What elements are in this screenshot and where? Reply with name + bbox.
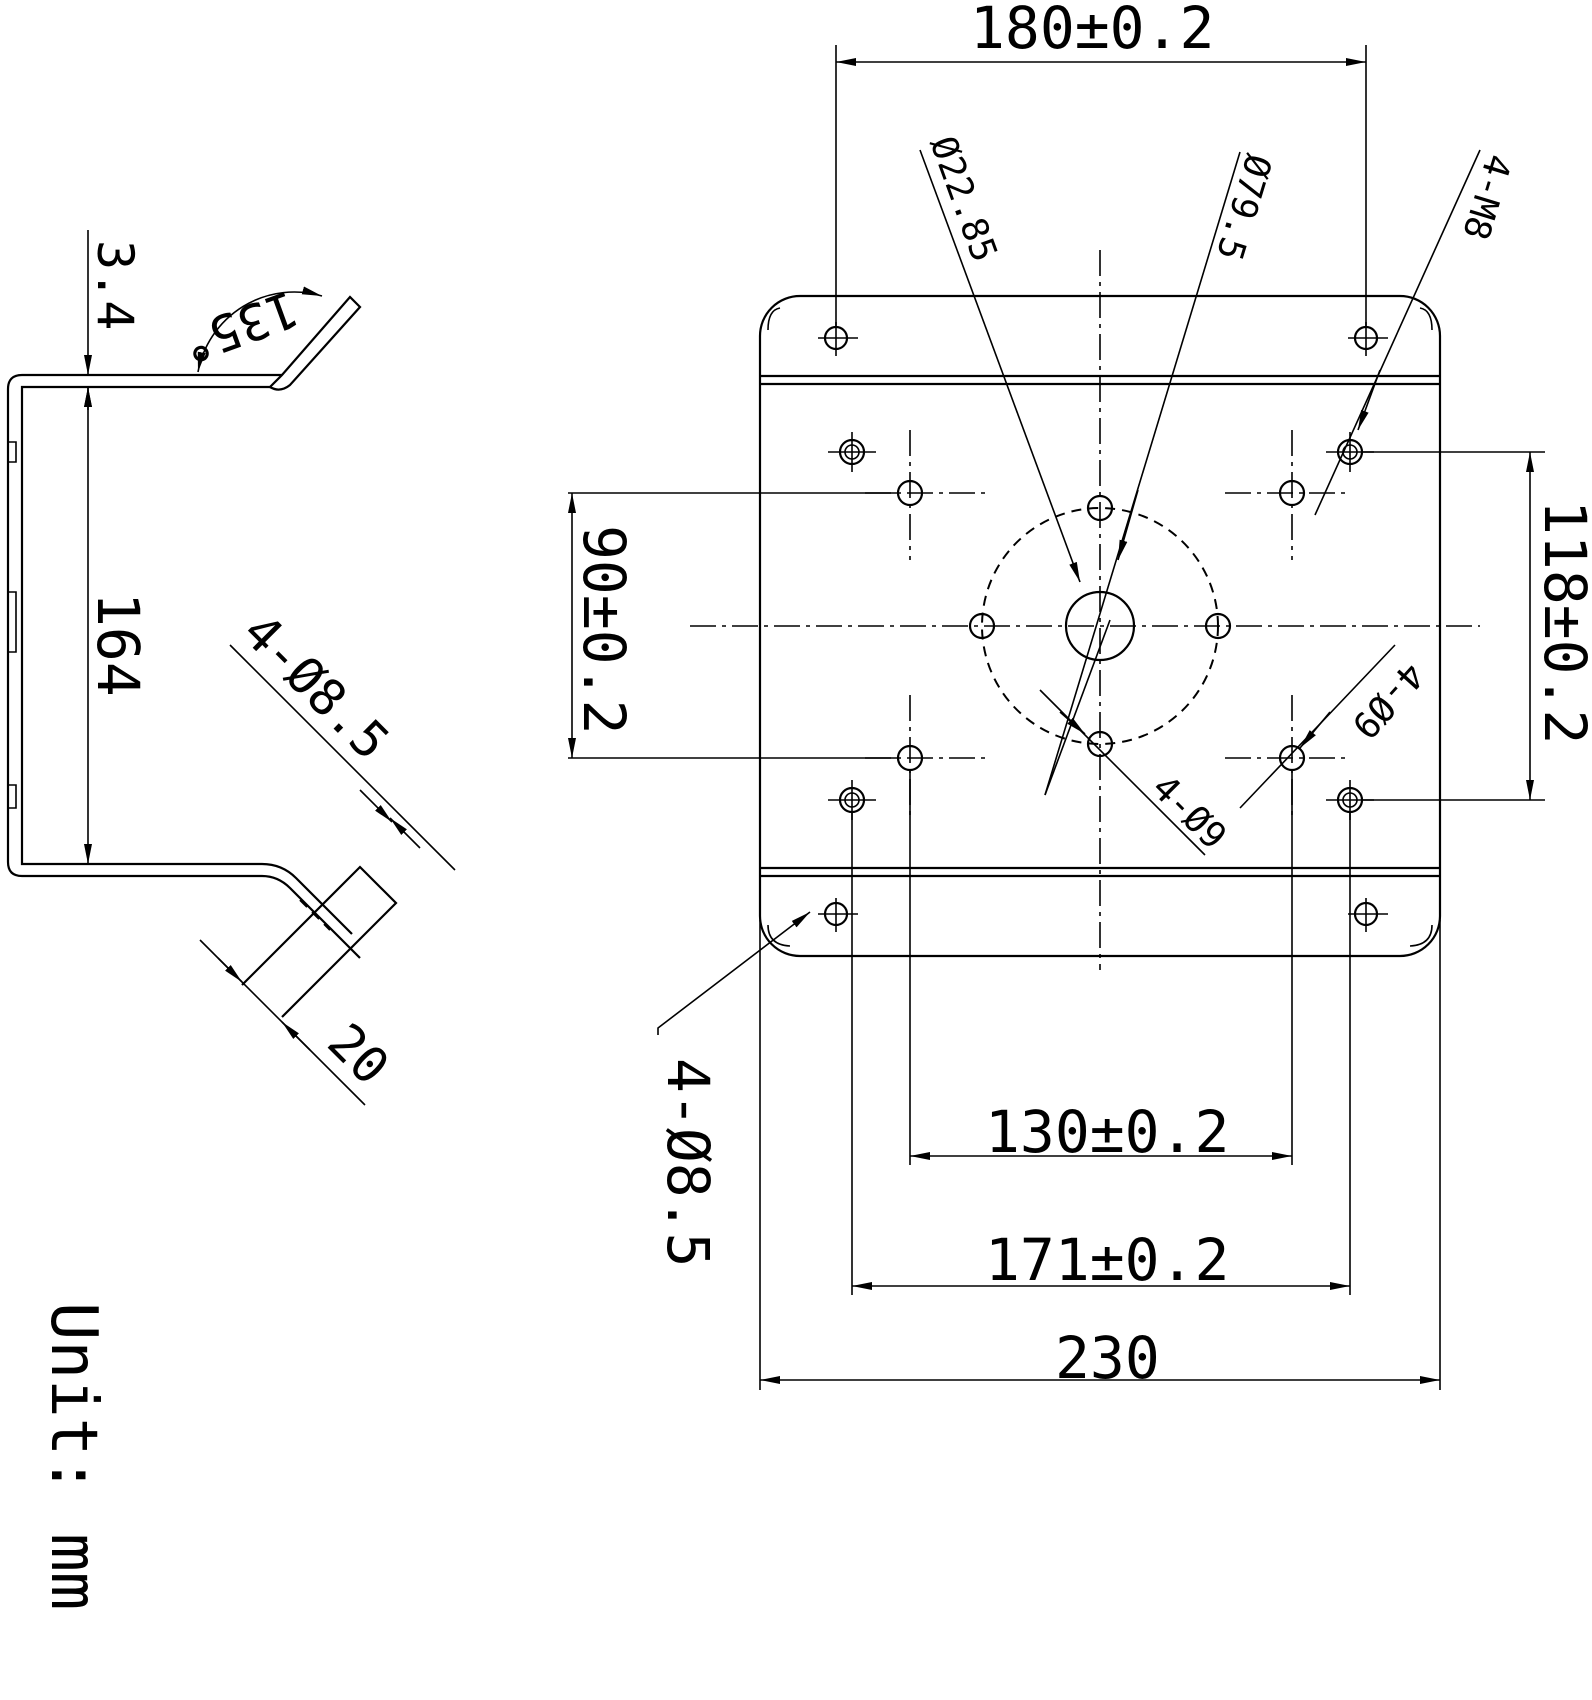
overall-width-dim: 230	[1055, 1324, 1160, 1392]
side-upper-tab	[268, 295, 362, 391]
flange-width-dim: 20	[317, 1012, 401, 1096]
center-hole-dim: Ø22.85	[922, 131, 1005, 267]
side-hole-spec: 4-Ø8.5	[232, 602, 401, 771]
mid-span-dim: 171±0.2	[985, 1226, 1229, 1294]
top-span-dim: 180±0.2	[970, 0, 1214, 62]
pcd-hole-top	[1086, 494, 1114, 522]
side-profile-inner	[20, 385, 353, 935]
pcd-dim: Ø79.5	[1208, 149, 1279, 265]
corner-holes-dim: 4-Ø8.5	[654, 1058, 722, 1268]
left-span-dim: 90±0.2	[570, 525, 638, 735]
corner-hole-br	[1348, 898, 1388, 932]
thickness-dim: 3.4	[86, 240, 144, 330]
pcd-hole-bottom	[1086, 730, 1114, 758]
pcd-holes-right-dim: 4-Ø9	[1343, 654, 1431, 746]
side-lower-flange-hole	[299, 899, 331, 931]
pcd-circle	[981, 507, 1219, 745]
unit-label: Unit: mm	[36, 1302, 110, 1610]
corner-hole-tl	[818, 322, 858, 356]
side-view: 3.4 164 135° 4-Ø8.5 20	[6, 230, 456, 1106]
side-lower-flange	[241, 865, 398, 1018]
pcd-hole-right	[1204, 612, 1232, 640]
m8-hole-tl	[828, 432, 876, 472]
height-dim: 164	[84, 592, 152, 697]
hole-130-tr	[1278, 479, 1306, 507]
inner-span-dim: 130±0.2	[985, 1098, 1229, 1166]
bend-angle-dim: 135°	[173, 279, 306, 375]
side-profile-outer	[6, 373, 361, 959]
right-span-dim: 118±0.2	[1531, 500, 1592, 744]
plate-outline-inner	[767, 307, 1433, 947]
pcd-holes-center-dim: 4-Ø9	[1144, 767, 1234, 857]
side-edge-marks	[8, 441, 17, 809]
corner-hole-tr	[1348, 322, 1388, 356]
pcd-hole-left	[968, 612, 996, 640]
m8-holes-dim: 4-M8	[1454, 149, 1519, 244]
center-hole	[1064, 590, 1136, 662]
plan-view: 180±0.2 90±0.2 118±0.2 130±0.2 171±0.2 2…	[568, 0, 1592, 1392]
